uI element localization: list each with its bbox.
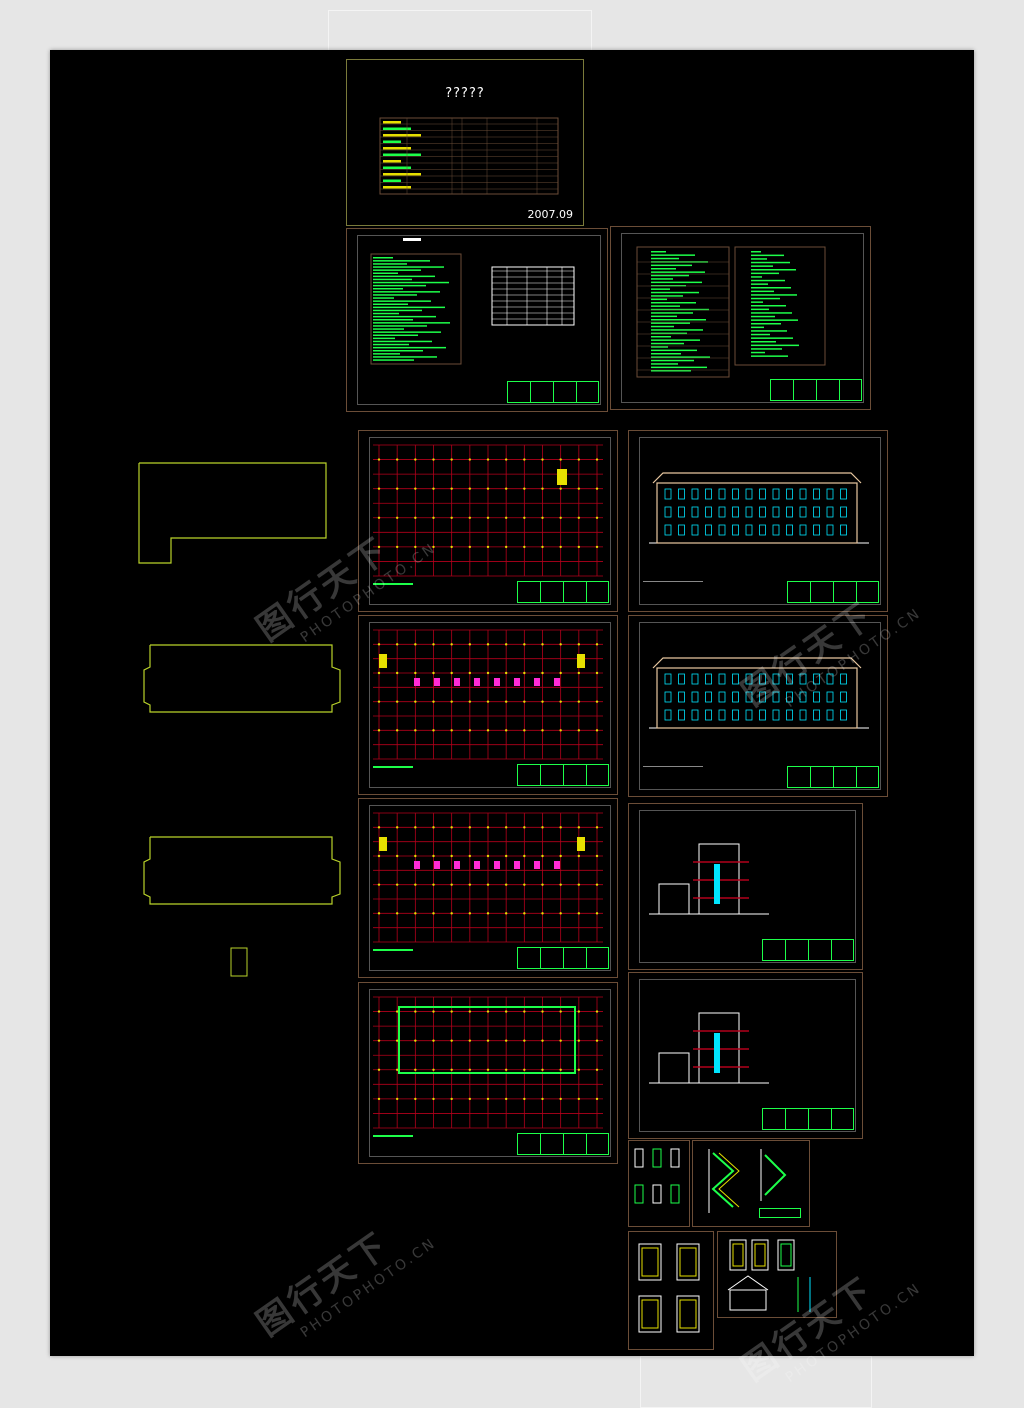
window-detail-drawing [638,1243,700,1333]
design-notes-sheet[interactable] [346,228,608,412]
design-notes-text [370,238,575,365]
roof-plan-grid [373,996,603,1137]
title-block [507,381,599,403]
front-elevation-sheet[interactable] [628,430,888,612]
building-outline-2 [143,644,341,713]
section-drawing [649,1012,769,1084]
cover-date: 2007.09 [527,208,574,221]
third-floor-plan-sheet[interactable] [358,798,618,978]
section-2-sheet[interactable] [628,972,863,1139]
building-outline-1 [138,462,327,564]
roof-plan-sheet[interactable] [358,982,618,1164]
ghost-frame-top [328,10,592,52]
entrance-detail-drawing [727,1239,811,1312]
rear-elevation-sheet[interactable] [628,615,888,797]
title-block [762,939,854,961]
title-block [759,1208,801,1218]
detail-sheet-1[interactable] [628,1140,690,1227]
title-block [770,379,862,401]
floor-plan-grid [373,629,603,768]
title-block [762,1108,854,1130]
rear-elevation-drawing [643,657,869,767]
section-drawing [649,843,769,915]
cover-sheet[interactable]: ????? 2007.09 [346,59,584,226]
title-block [517,581,609,603]
stair-detail-sheet[interactable] [692,1140,810,1227]
title-block [517,947,609,969]
cover-title: ????? [445,86,485,101]
title-block [517,1133,609,1155]
detail-drawing [634,1148,680,1204]
second-floor-plan-sheet[interactable] [358,615,618,795]
drawing-index-table [379,117,559,195]
construction-notes-table [636,246,826,378]
entrance-detail-sheet[interactable] [717,1231,837,1318]
front-elevation-drawing [643,472,869,582]
small-outline [230,947,248,977]
window-detail-sheet[interactable] [628,1231,714,1350]
stair-detail-drawing [708,1149,787,1213]
cad-canvas[interactable]: ????? 2007.09 [50,50,974,1389]
construction-notes-sheet[interactable] [610,226,871,410]
section-1-sheet[interactable] [628,803,863,970]
title-block [517,764,609,786]
title-block [787,766,879,788]
building-outline-3 [143,836,341,905]
ground-floor-plan-sheet[interactable] [358,430,618,612]
title-block [787,581,879,603]
ghost-frame-bottom [640,1356,872,1408]
floor-plan-grid [373,444,603,585]
floor-plan-grid [373,812,603,951]
